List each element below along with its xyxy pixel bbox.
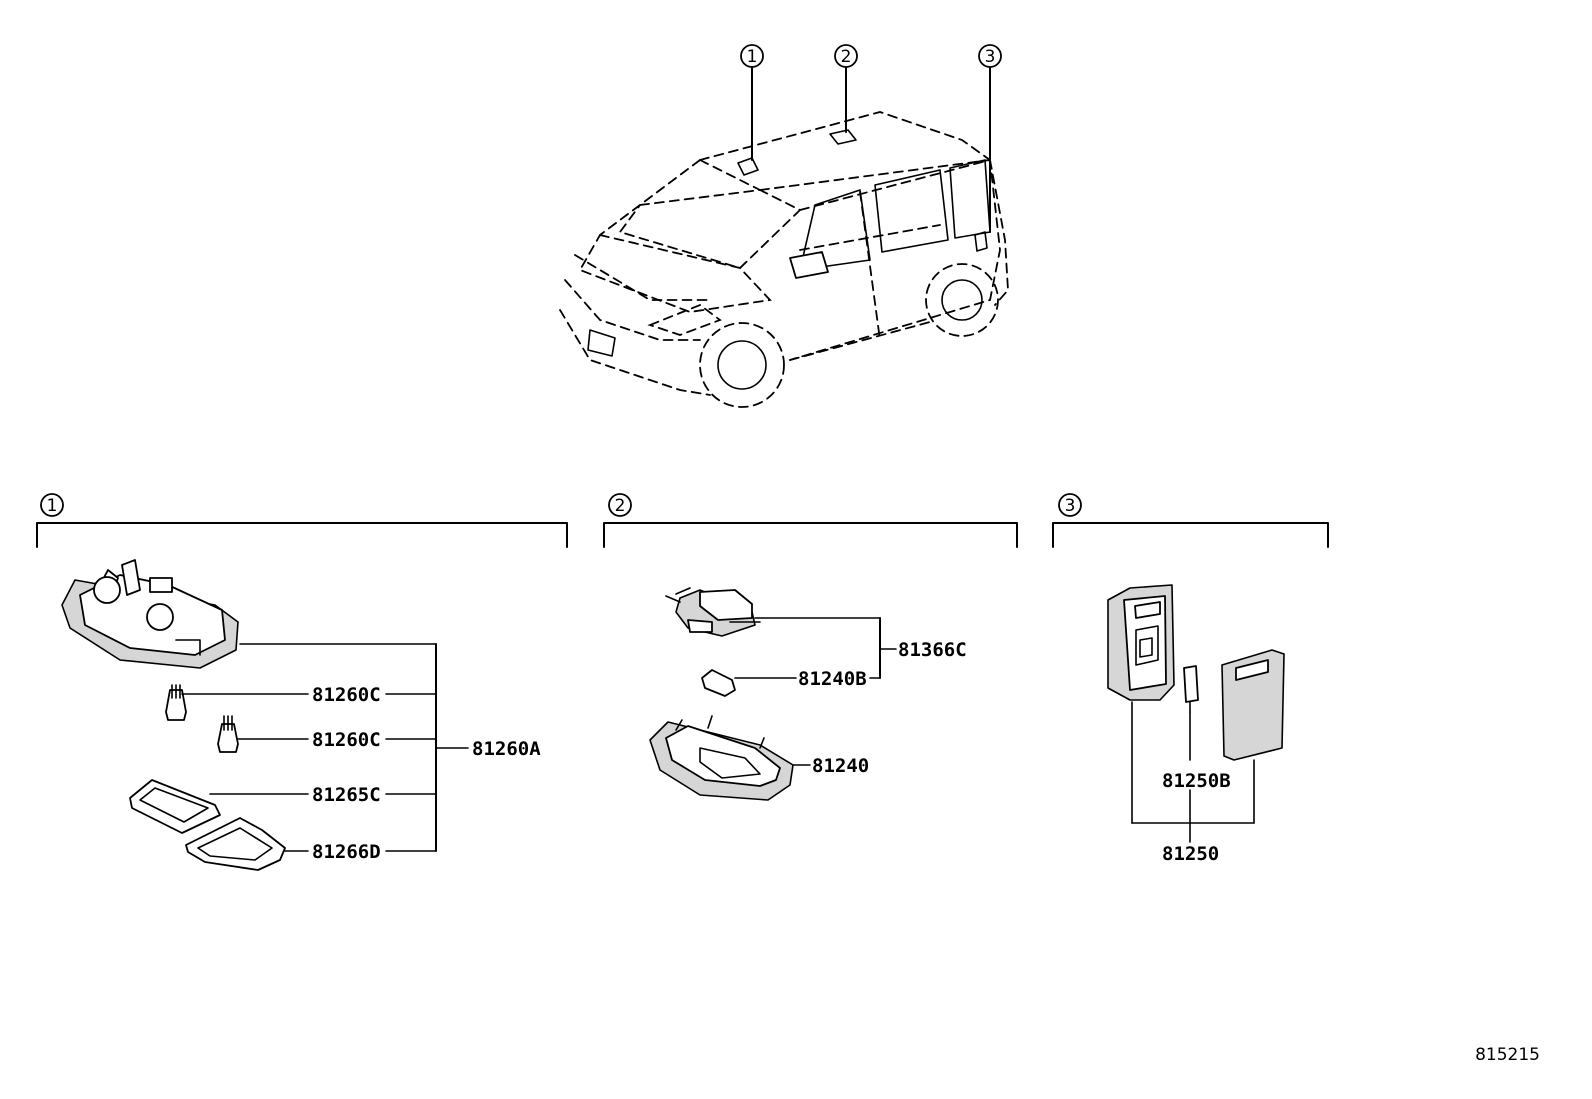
svg-text:2: 2 <box>841 47 852 67</box>
lens-81265c <box>129 779 221 834</box>
vehicle-marker-1: 1 <box>740 44 764 68</box>
svg-text:3: 3 <box>1065 496 1076 516</box>
section-3-marker: 3 <box>1058 493 1082 517</box>
map-lamp-housing <box>61 559 239 669</box>
luggage-lamp-lens <box>1221 649 1285 761</box>
part-number-81266d: 81266D <box>312 841 381 863</box>
vehicle-marker-2: 2 <box>834 44 858 68</box>
svg-text:3: 3 <box>985 47 996 67</box>
lens-81266d <box>185 817 286 871</box>
part-number-81265c: 81265C <box>312 784 381 806</box>
part-number-81260c: 81260C <box>312 684 381 706</box>
part-number-81240: 81240 <box>812 755 869 777</box>
luggage-lamp-base <box>1107 584 1175 701</box>
assembly-number-81260a: 81260A <box>472 738 541 760</box>
part-number-81240b: 81240B <box>798 668 867 690</box>
bulb-icon <box>217 715 239 753</box>
lamp-switch-module <box>665 587 761 637</box>
section-2: 2 81366C 81240B 81240 <box>603 493 1018 801</box>
bulb-icon <box>1183 665 1199 713</box>
section-2-marker: 2 <box>608 493 632 517</box>
section-3-bracket <box>1052 522 1329 548</box>
part-number-81250b: 81250B <box>1162 770 1231 792</box>
vehicle-marker-3: 3 <box>978 44 1002 68</box>
room-lamp-housing <box>649 715 794 801</box>
section-1-marker: 1 <box>40 493 64 517</box>
part-number-81260c: 81260C <box>312 729 381 751</box>
svg-text:2: 2 <box>615 496 626 516</box>
bulb-icon <box>165 684 187 721</box>
part-number-81366c: 81366C <box>898 639 967 661</box>
svg-text:1: 1 <box>747 47 758 67</box>
svg-text:1: 1 <box>47 496 58 516</box>
assembly-number-81250: 81250 <box>1162 843 1219 865</box>
section-3: 3 81250B 81250 <box>1052 493 1329 865</box>
section-1-bracket <box>36 522 568 548</box>
section-1: 1 <box>36 493 568 871</box>
section-2-bracket <box>603 522 1018 548</box>
vehicle-illustration <box>559 67 1009 408</box>
bulb-icon <box>701 669 736 697</box>
diagram-code: 815215 <box>1475 1045 1540 1065</box>
